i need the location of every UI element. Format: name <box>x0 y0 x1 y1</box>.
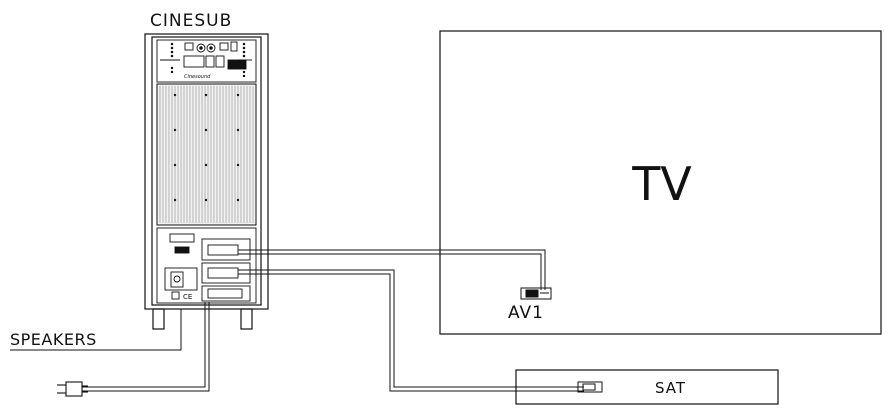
heatsink-screw <box>204 198 208 202</box>
subwoofer-back-panel <box>151 36 262 306</box>
subwoofer-unit: Cinesound CE <box>144 33 269 330</box>
tv-unit: TV AV1 <box>439 30 882 335</box>
power-plug-icon <box>57 381 88 397</box>
heatsink-grille <box>156 83 257 226</box>
heatsink-screw <box>236 128 240 132</box>
subwoofer-feet <box>152 308 253 330</box>
tv-input-label: AV1 <box>508 303 544 323</box>
brand-plate: Cinesound <box>184 74 211 80</box>
heatsink-screw <box>173 93 177 97</box>
heatsink-screw <box>173 163 177 167</box>
heatsink-screw <box>236 93 240 97</box>
cable-subwoofer-to-tv <box>238 249 546 290</box>
power-inlet <box>170 271 184 288</box>
control-panel: Cinesound <box>156 39 257 83</box>
subwoofer-label: CINESUB <box>150 11 232 31</box>
heatsink-screw <box>173 128 177 132</box>
heatsink-screw <box>236 163 240 167</box>
ce-mark-icon: CE <box>183 293 192 301</box>
heatsink-screw <box>204 128 208 132</box>
heatsink-screw <box>173 198 177 202</box>
rca-plug-icon <box>520 287 552 300</box>
cable-subwoofer-to-sat <box>238 269 584 392</box>
tv-frame <box>439 30 882 335</box>
heatsink-screw <box>236 198 240 202</box>
heatsink-screw <box>204 163 208 167</box>
heatsink-screw <box>204 93 208 97</box>
speakers-label: SPEAKERS <box>10 330 97 349</box>
speaker-cable <box>10 309 182 351</box>
power-cord <box>82 302 210 392</box>
satellite-label: SAT <box>655 379 686 397</box>
tv-label: TV <box>631 157 692 211</box>
